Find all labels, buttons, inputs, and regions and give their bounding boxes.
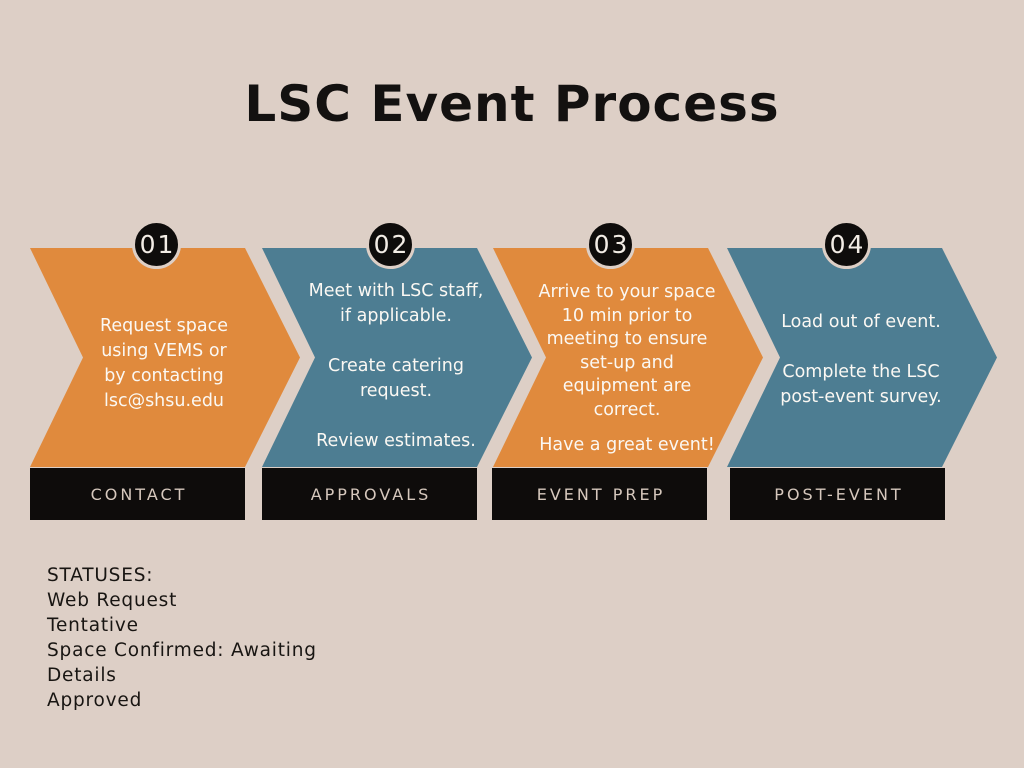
text-line: using VEMS or — [101, 341, 227, 361]
text-line: Review estimates. — [316, 431, 476, 451]
text-line: Have a great event! — [539, 435, 715, 455]
status-item: Space Confirmed: Awaiting — [47, 640, 317, 661]
step-02-chevron — [262, 248, 532, 467]
text-line: correct. — [593, 399, 661, 420]
paragraph: Load out of event. — [780, 310, 941, 335]
poster-title: LSC Event Process — [244, 75, 780, 133]
step-number: 02 — [373, 230, 410, 259]
text-line: Create catering — [328, 356, 464, 376]
text-line: request. — [359, 381, 433, 401]
step-label: CONTACT — [90, 484, 188, 504]
step-03-description: Arrive to your space 10 min prior to mee… — [539, 281, 716, 458]
step-label: APPROVALS — [310, 484, 432, 504]
step-03-label-banner: EVENT PREP — [492, 468, 707, 520]
step-03-chevron — [493, 248, 763, 467]
paragraph: Arrive to your space 10 min prior to mee… — [539, 281, 716, 422]
text-line: Load out of event. — [781, 312, 941, 332]
step-04-number-badge: 04 — [822, 220, 871, 269]
step-01-label-banner: CONTACT — [30, 468, 245, 520]
step-label: EVENT PREP — [536, 484, 666, 504]
paragraph: Create catering request. — [309, 354, 484, 404]
chevron-arrow-shape — [727, 248, 997, 467]
chevron-arrow-shape — [493, 248, 763, 467]
statuses-heading: STATUSES: — [47, 565, 154, 586]
step-02-number-badge: 02 — [366, 220, 415, 269]
step-01-number-badge: 01 — [132, 220, 181, 269]
status-item: Tentative — [47, 615, 139, 636]
status-item: Details — [47, 665, 117, 686]
chevron-arrow-shape — [262, 248, 532, 467]
paragraph: Request space using VEMS or by contactin… — [100, 314, 228, 414]
text-line: equipment are — [562, 376, 692, 396]
statuses-list: STATUSES: Web Request Tentative Space Co… — [47, 563, 317, 713]
step-number: 04 — [829, 230, 866, 259]
step-04-chevron — [727, 248, 997, 467]
text-line: by contacting — [104, 366, 224, 386]
text-line: 10 min prior to — [561, 305, 693, 326]
text-line: post-event survey. — [780, 387, 942, 407]
step-04-label-banner: POST-EVENT — [730, 468, 945, 520]
chevron-arrow-shape — [30, 248, 300, 467]
paragraph: Review estimates. — [309, 429, 484, 454]
text-line: Arrive to your space — [538, 282, 716, 302]
step-04-description: Load out of event. Complete the LSC post… — [780, 310, 941, 410]
text-line: Meet with LSC staff, — [308, 281, 484, 301]
paragraph: Have a great event! — [539, 434, 716, 458]
text-line: meeting to ensure — [546, 329, 708, 349]
paragraph: Complete the LSC post-event survey. — [780, 360, 941, 410]
text-line: set-up and — [580, 352, 674, 373]
step-03-number-badge: 03 — [586, 220, 635, 269]
step-02-description: Meet with LSC staff, if applicable. Crea… — [309, 279, 484, 454]
text-line: if applicable. — [340, 306, 452, 326]
step-number: 03 — [593, 230, 630, 259]
step-label: POST-EVENT — [774, 484, 904, 504]
text-line: Complete the LSC — [782, 362, 940, 382]
step-number: 01 — [139, 230, 176, 259]
status-item: Approved — [47, 690, 143, 711]
step-02-label-banner: APPROVALS — [262, 468, 477, 520]
paragraph: Meet with LSC staff, if applicable. — [309, 279, 484, 329]
status-item: Web Request — [47, 590, 178, 611]
step-01-chevron — [30, 248, 300, 467]
text-line: Request space — [100, 316, 228, 336]
text-line: lsc@shsu.edu — [103, 391, 225, 411]
step-01-description: Request space using VEMS or by contactin… — [100, 314, 228, 414]
